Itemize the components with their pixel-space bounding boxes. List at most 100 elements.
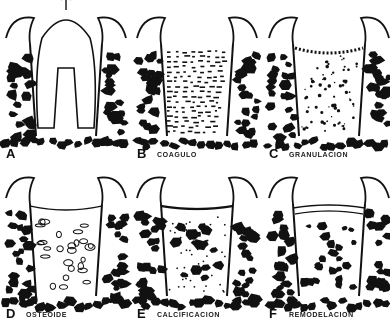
clot-fibrin	[216, 102, 218, 104]
socket-wall-right	[359, 44, 365, 136]
mineral-dot	[207, 240, 209, 242]
gingiva-right	[229, 177, 257, 204]
panel-caption-e: CALCIFICACION	[157, 312, 220, 319]
gingiva-left	[269, 17, 297, 44]
clot-fibrin	[167, 110, 170, 112]
granulation-cell	[337, 123, 339, 125]
granulation-cell	[310, 121, 313, 124]
clot-fibrin	[174, 91, 178, 93]
clot-fibrin	[213, 125, 218, 127]
clot-fibrin	[208, 71, 212, 73]
mineral-dot	[191, 254, 193, 256]
basal-bone	[230, 142, 238, 150]
mineral-dot	[182, 279, 184, 281]
trabecula-outer	[13, 101, 22, 108]
trabecula-outer	[9, 111, 19, 117]
clot-fibrin	[200, 66, 204, 68]
trabecula-outer	[283, 122, 296, 132]
clot-fibrin	[181, 125, 185, 127]
osteoid-trabecula	[59, 285, 67, 290]
clot-fibrin	[184, 55, 190, 57]
clot-fibrin	[176, 111, 179, 113]
clot-fibrin	[200, 90, 205, 92]
granulation-cell	[321, 120, 324, 123]
clot-fibrin	[167, 115, 173, 117]
clot-fibrin	[193, 102, 195, 104]
clot-fibrin	[189, 127, 194, 129]
clot-fibrin	[211, 106, 215, 108]
gingiva-right	[229, 17, 257, 44]
clot-fibrin	[193, 85, 199, 87]
panel-caption-b: COAGULO	[157, 152, 197, 159]
granulation-cell	[328, 84, 331, 87]
clot-fibrin	[205, 111, 211, 113]
clot-fibrin	[213, 97, 219, 99]
clot-fibrin	[198, 97, 202, 99]
granulation-cell	[352, 116, 355, 119]
trabecula-outer	[232, 279, 242, 286]
socket-wall-left	[293, 44, 299, 136]
trabecula-outer	[374, 261, 383, 269]
trabecula-outer	[252, 106, 260, 114]
clot-fibrin	[167, 131, 170, 133]
trabecula-outer	[285, 62, 292, 68]
remodeled-trabecula	[349, 284, 358, 290]
trabecula-outer	[280, 54, 288, 60]
osteoid-trabecula	[73, 230, 82, 234]
osteoid-trabecula	[80, 239, 88, 244]
clot-fibrin	[188, 76, 191, 78]
clot-fibrin	[222, 52, 225, 54]
osteoid-trabecula	[81, 257, 85, 262]
granulation-cell	[349, 91, 351, 93]
trabecula-outer	[237, 84, 247, 91]
clot-fibrin	[176, 56, 179, 58]
calcified-bone	[174, 224, 186, 232]
socket-wall-left	[161, 204, 167, 296]
trabecula-outer	[149, 266, 157, 274]
clot-fibrin	[182, 61, 187, 63]
granulation-cell	[333, 96, 335, 98]
trabecula-outer	[9, 83, 18, 89]
clot-fibrin	[183, 91, 187, 93]
clot-fibrin	[200, 101, 205, 103]
basal-bone	[178, 138, 189, 146]
granulation-cell	[310, 85, 313, 88]
socket-wall-right	[227, 44, 233, 136]
clot-fibrin	[167, 56, 171, 58]
granulation-cell	[334, 82, 336, 84]
granulation-cell	[324, 88, 327, 91]
granulation-cell	[318, 94, 322, 98]
extracted-tooth	[37, 20, 96, 128]
mineral-dot	[219, 284, 221, 286]
granulation-cell	[308, 106, 310, 108]
trabecula-outer	[148, 107, 160, 117]
clot-fibrin	[167, 97, 172, 99]
mineral-dot	[189, 221, 191, 223]
trabecula-outer	[251, 51, 261, 60]
mineral-dot	[183, 286, 185, 288]
trabecula-outer	[265, 102, 276, 111]
granulation-cell	[332, 72, 334, 74]
osteoid-trabecula	[38, 240, 47, 244]
trabecula-outer	[254, 98, 262, 104]
calcified-bone	[190, 265, 202, 275]
trabecula-outer	[133, 57, 143, 65]
trabecula-outer	[141, 95, 153, 105]
granulation-cell	[339, 84, 342, 87]
mineral-dot	[172, 223, 174, 225]
clot-fibrin	[218, 70, 223, 72]
trabecula-outer	[376, 269, 385, 275]
granulation-cell	[343, 80, 346, 83]
clot-fibrin	[191, 91, 194, 93]
granulation-cell	[324, 130, 326, 132]
clot-fibrin	[184, 120, 189, 122]
granulation-cell	[322, 79, 323, 80]
mineral-dot	[187, 275, 189, 277]
clot-fibrin	[182, 111, 185, 113]
trabecula-outer	[137, 68, 149, 76]
trabecula-outer	[139, 120, 148, 127]
clot-fibrin	[183, 80, 187, 82]
clot-fibrin	[193, 71, 196, 73]
trabecula-outer	[238, 270, 246, 277]
